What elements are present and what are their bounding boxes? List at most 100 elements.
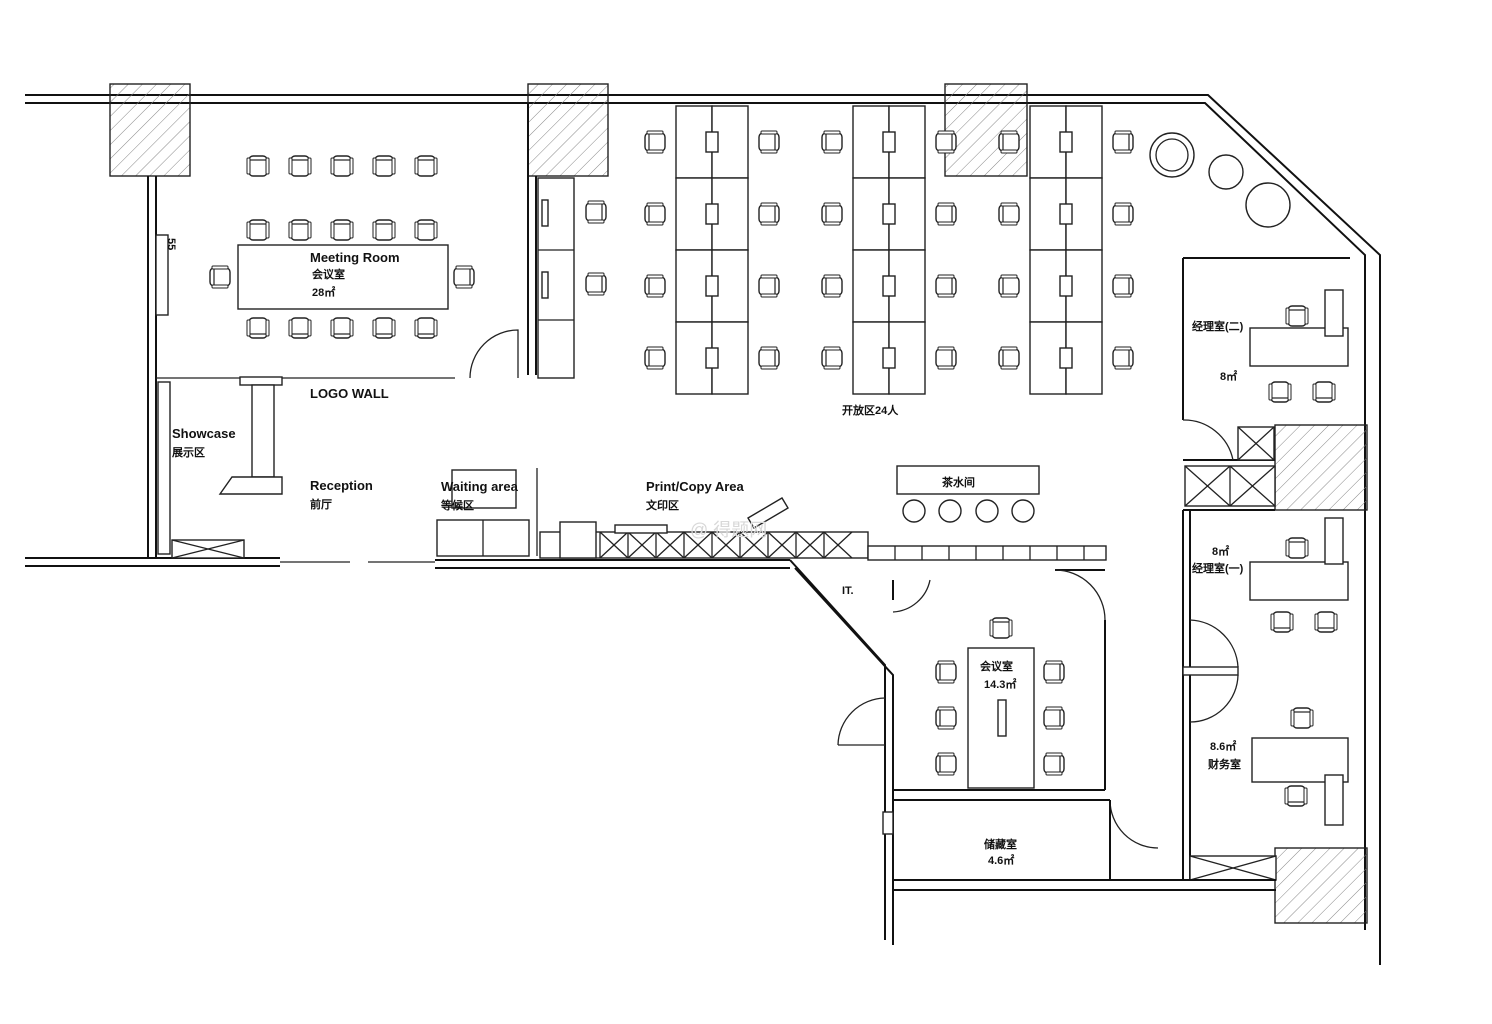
exterior-walls	[25, 94, 1381, 965]
chair-icon	[758, 346, 780, 370]
chair-icon	[1043, 752, 1065, 776]
divider-line	[627, 531, 657, 559]
chair-icon	[414, 155, 438, 177]
monitor	[1059, 131, 1073, 153]
manager-office-2-area: 8㎡	[1220, 369, 1237, 383]
small-meeting-area: 14.3㎡	[984, 677, 1016, 691]
chair-icon	[1284, 785, 1308, 807]
chair-icon	[209, 265, 231, 289]
chair-icon	[1268, 381, 1292, 403]
chair-icon	[246, 317, 270, 339]
storage-room-label: 储藏室	[984, 837, 1017, 851]
chair-icon	[453, 265, 475, 289]
chair-icon	[821, 274, 843, 298]
monitor	[882, 275, 896, 297]
dimension-label: 55	[165, 238, 177, 250]
chair-icon	[372, 155, 396, 177]
chair-icon	[1112, 202, 1134, 226]
chair-icon	[758, 130, 780, 154]
monitor	[1059, 347, 1073, 369]
print-copy-counter	[539, 497, 1107, 561]
chair-icon	[758, 202, 780, 226]
divider-line	[683, 531, 713, 559]
logo-wall-label: LOGO WALL	[310, 386, 389, 401]
monitor	[705, 203, 719, 225]
chair-icon	[935, 660, 957, 684]
watermark: @ 得题网	[690, 520, 767, 540]
chair-icon	[644, 274, 666, 298]
pantry	[896, 465, 1040, 523]
chair-icon	[414, 219, 438, 241]
chair-icon	[1270, 611, 1294, 633]
divider-line	[823, 531, 853, 559]
divider-line	[795, 531, 825, 559]
reception-label-cn: 前厅	[310, 497, 332, 511]
monitor	[882, 347, 896, 369]
it-room-label: IT.	[842, 585, 854, 597]
chair-icon	[585, 272, 607, 296]
chair-icon	[935, 274, 957, 298]
chair-icon	[821, 346, 843, 370]
chair-icon	[1112, 346, 1134, 370]
planters	[1149, 132, 1291, 228]
chair-icon	[1285, 305, 1309, 327]
structural-columns	[109, 83, 1368, 924]
chair-icon	[1112, 130, 1134, 154]
file-cabinets	[537, 177, 575, 379]
chair-icon	[1285, 537, 1309, 559]
chair-icon	[758, 274, 780, 298]
print-area-label-cn: 文印区	[646, 498, 679, 512]
chair-icon	[935, 202, 957, 226]
monitor	[1059, 275, 1073, 297]
divider-line	[599, 531, 629, 559]
manager-office-1-area: 8㎡	[1212, 544, 1229, 558]
chair-icon	[935, 346, 957, 370]
chair-icon	[821, 202, 843, 226]
manager-office-1-label: 经理室(一)	[1192, 561, 1244, 575]
manager-offices	[1182, 257, 1350, 881]
showcase-label-en: Showcase	[172, 426, 236, 441]
chair-icon	[414, 317, 438, 339]
chair-icon	[998, 130, 1020, 154]
manager-office-2-label: 经理室(二)	[1192, 319, 1244, 333]
chair-icon	[288, 317, 312, 339]
monitor	[1059, 203, 1073, 225]
chair-icon	[288, 219, 312, 241]
chair-icon	[1043, 660, 1065, 684]
chair-icon	[998, 202, 1020, 226]
small-meeting-label: 会议室	[980, 659, 1013, 673]
pantry-label: 茶水间	[941, 475, 975, 489]
chair-icon	[644, 346, 666, 370]
meeting-room-area: 28㎡	[312, 285, 335, 299]
waiting-sofa	[436, 468, 538, 557]
divider-line	[655, 531, 685, 559]
meeting-room-label-en: Meeting Room	[310, 250, 400, 265]
chair-icon	[935, 130, 957, 154]
chair-icon	[1112, 274, 1134, 298]
chair-icon	[935, 706, 957, 730]
chair-icon	[935, 752, 957, 776]
chair-icon	[372, 317, 396, 339]
finance-room-area: 8.6㎡	[1210, 739, 1236, 753]
chair-icon	[1290, 707, 1314, 729]
monitor	[705, 131, 719, 153]
chair-icon	[989, 617, 1013, 639]
chair-icon	[246, 219, 270, 241]
small-meeting-room	[837, 569, 1159, 849]
chair-icon	[330, 155, 354, 177]
chair-icon	[288, 155, 312, 177]
open-area-label: 开放区24人	[842, 403, 899, 417]
chair-icon	[372, 219, 396, 241]
chair-icon	[330, 317, 354, 339]
chair-icon	[821, 130, 843, 154]
finance-room-label: 财务室	[1207, 757, 1241, 771]
chair-icon	[330, 219, 354, 241]
open-office-desks	[675, 105, 1103, 395]
chair-icon	[644, 130, 666, 154]
storage-room	[882, 800, 1276, 891]
showcase-label-cn: 展示区	[171, 446, 205, 459]
showcase-area	[157, 376, 283, 559]
reception-label-en: Reception	[310, 478, 373, 493]
chair-icon	[998, 346, 1020, 370]
